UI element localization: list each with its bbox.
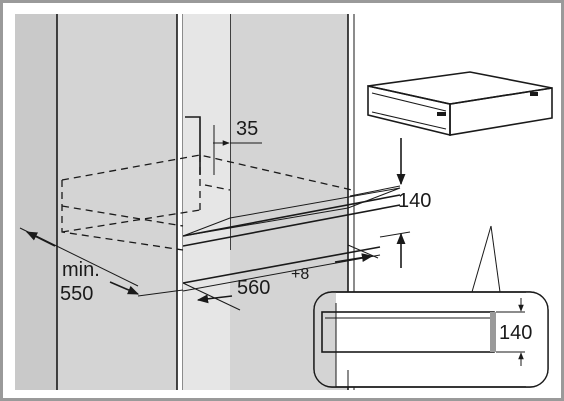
depth-prefix-label: min.	[62, 259, 100, 281]
gap-35-dimension	[185, 116, 262, 175]
warming-drawer-illustration	[367, 71, 553, 137]
depth-value-label: 550	[60, 283, 93, 305]
cabinet-left-side-panel	[15, 14, 184, 390]
detail-callout-box	[313, 291, 549, 388]
detail-callout-pointer	[471, 225, 501, 293]
depth-550-dimension	[19, 227, 184, 297]
hidden-drawer-outline	[61, 154, 353, 251]
detail-height-label: 140	[499, 322, 532, 344]
width-tolerance-label: +8	[291, 266, 309, 283]
niche-height-label: 140	[398, 190, 431, 212]
niche-shelf	[182, 187, 401, 292]
width-560-dimension	[182, 244, 379, 311]
niche-height-dimension	[349, 138, 411, 268]
gap-35-label: 35	[236, 118, 258, 140]
cabinet-inner-gap	[183, 14, 230, 390]
width-value-label: 560	[237, 277, 270, 299]
